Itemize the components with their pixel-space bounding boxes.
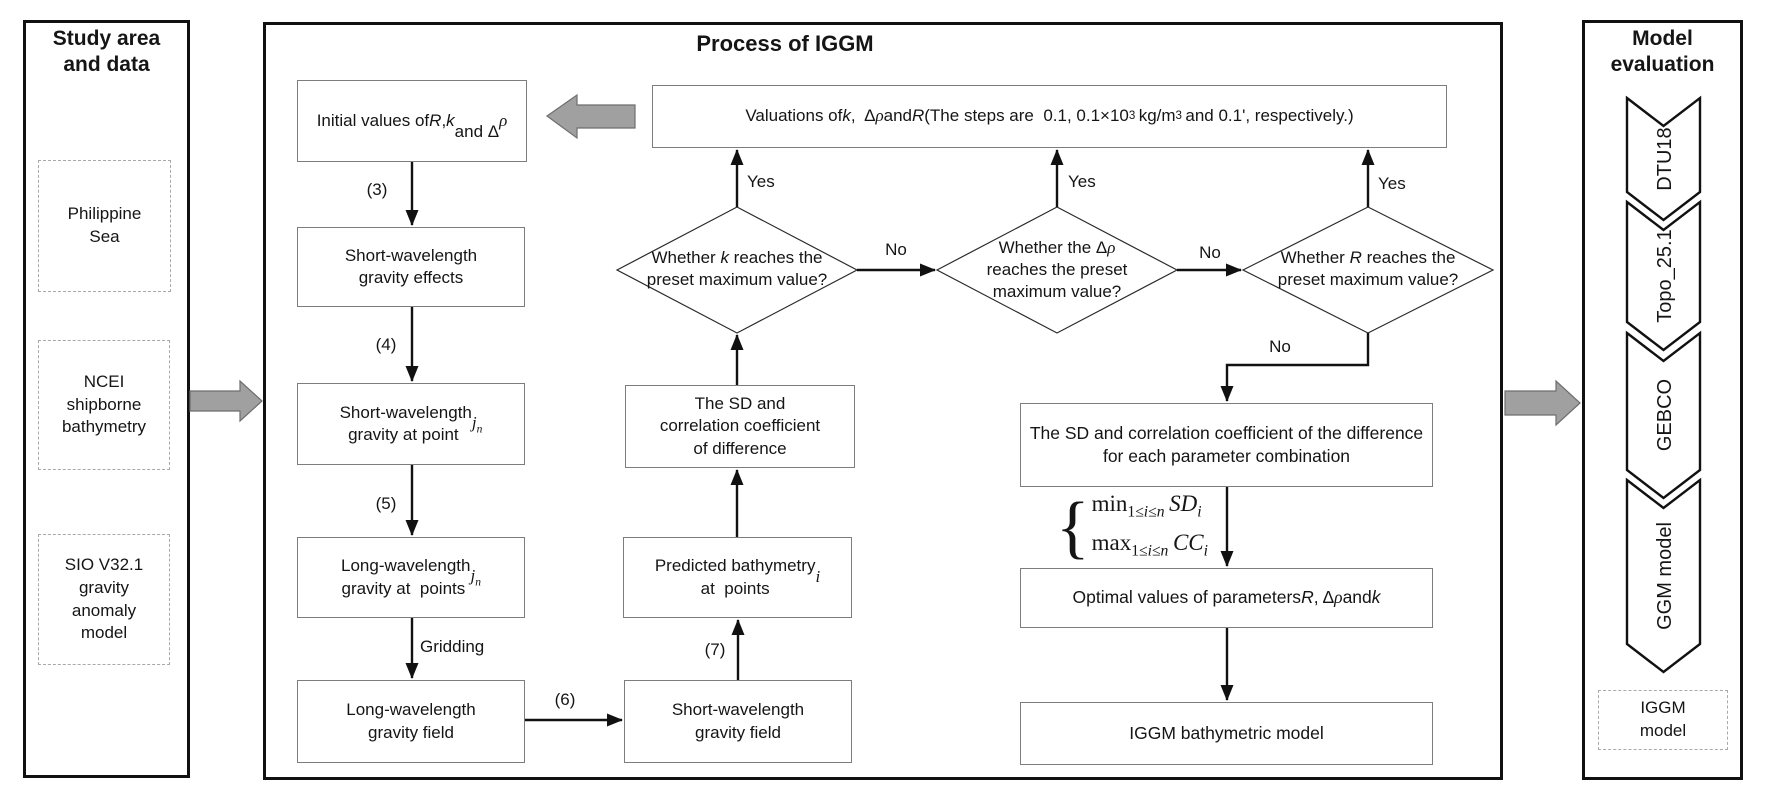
chevron-label-gebco: GEBCO bbox=[1653, 378, 1676, 452]
label-no-3: No bbox=[1269, 337, 1291, 356]
formula-lines: min1≤i≤n SDi max1≤i≤n CCi bbox=[1092, 489, 1208, 566]
chevron-label-ggm-model: GGM model bbox=[1653, 522, 1676, 630]
formula-min-line: min1≤i≤n SDi bbox=[1091, 491, 1202, 521]
label-step4: (4) bbox=[375, 335, 397, 354]
gray-arrow-process-to-evaluation bbox=[1504, 379, 1581, 427]
brace-glyph: { bbox=[1056, 489, 1090, 566]
box-iggm-bathymetric-model: IGGM bathymetric model bbox=[1020, 702, 1433, 765]
label-no-1: No bbox=[885, 240, 907, 259]
label-step5: (5) bbox=[375, 494, 397, 513]
label-no-2: No bbox=[1199, 243, 1221, 262]
gray-arrow-left-to-process bbox=[189, 379, 263, 423]
label-yes-2: Yes bbox=[1068, 172, 1096, 191]
formula-max-line: max1≤i≤n CCi bbox=[1091, 530, 1208, 560]
minmax-selection-formula: { min1≤i≤n SDi max1≤i≤n CCi bbox=[1056, 489, 1208, 567]
box-sd-each-combination: The SD and correlation coefficient of th… bbox=[1020, 403, 1433, 487]
left-panel-title: Study area and data bbox=[52, 27, 161, 77]
label-step6: (6) bbox=[554, 690, 576, 709]
label-step7: (7) bbox=[704, 640, 726, 659]
label-step3: (3) bbox=[366, 180, 388, 199]
process-title: Process of IGGM bbox=[696, 31, 874, 56]
label-gridding: Gridding bbox=[420, 637, 485, 656]
label-yes-3: Yes bbox=[1378, 174, 1406, 193]
label-yes-1: Yes bbox=[747, 172, 775, 191]
right-panel-title: Model evaluation bbox=[1610, 27, 1715, 77]
